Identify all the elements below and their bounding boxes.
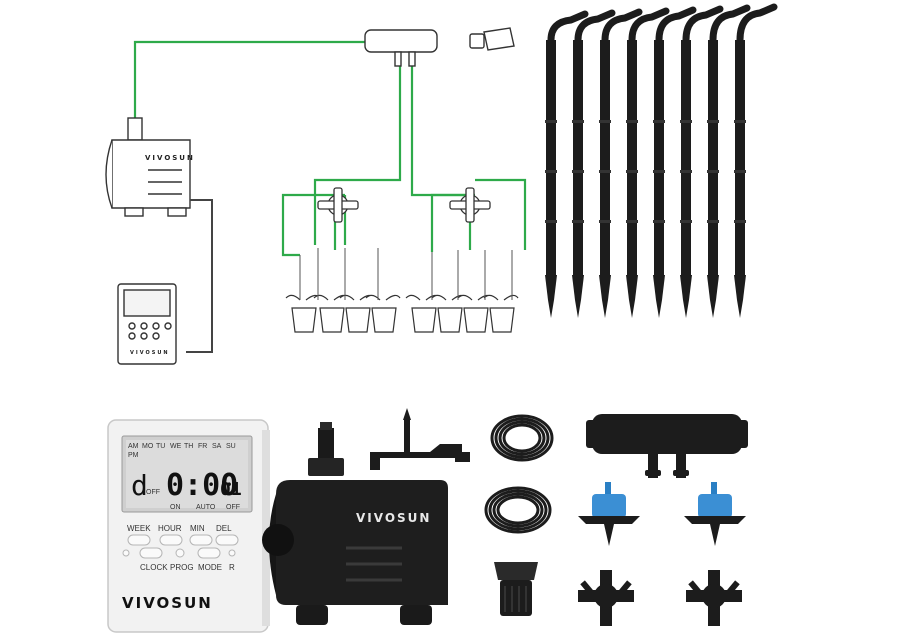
hose-lines <box>133 40 527 257</box>
diagram-plant-pots <box>285 248 519 333</box>
tee-connector <box>586 414 748 478</box>
setup-diagram: VIVOSUN VIVOSUN <box>105 27 527 365</box>
drip-stake <box>572 9 616 318</box>
tubing-coil-top <box>490 414 554 462</box>
dripper-right <box>684 482 746 546</box>
lcd-mode-letter: d <box>131 469 148 502</box>
timer-brand-logo: VIVOSUN <box>122 594 213 612</box>
drip-stake <box>626 7 670 318</box>
label-reset: R <box>229 563 235 572</box>
diagram-timer: VIVOSUN <box>117 283 177 365</box>
diagram-splitter-right <box>449 187 491 223</box>
lcd-day-am: AM <box>128 443 139 450</box>
lcd-status-auto: AUTO <box>196 504 216 511</box>
water-pump: VIVOSUN <box>262 422 448 625</box>
lcd-pm: PM <box>128 452 139 459</box>
tubing-coil-bottom <box>484 486 552 534</box>
drip-stake <box>599 8 643 318</box>
pump-vents <box>346 546 402 582</box>
diagram-pump: VIVOSUN <box>105 117 195 217</box>
lcd-seconds: 01 <box>220 479 242 500</box>
diagram-timer-brand: VIVOSUN <box>130 350 170 356</box>
lcd-day-fr: FR <box>198 443 207 450</box>
mode-button[interactable] <box>197 547 221 559</box>
lcd-mode-sub: OFF <box>146 489 160 496</box>
label-del: DEL <box>216 524 232 533</box>
lcd-day-mo: MO <box>142 443 154 450</box>
label-prog: PROG <box>170 563 194 572</box>
drip-stake <box>653 6 697 318</box>
label-min: MIN <box>190 524 205 533</box>
stake-holder <box>370 408 470 470</box>
hour-button[interactable] <box>159 534 183 546</box>
four-way-splitter-right <box>686 570 742 626</box>
week-button[interactable] <box>127 534 151 546</box>
del-button[interactable] <box>215 534 239 546</box>
digital-timer: AM MO TU WE TH FR SA SU PM d OFF 0:00 01… <box>107 419 270 633</box>
diagram-tee-connector <box>364 27 515 67</box>
label-mode: MODE <box>198 563 222 572</box>
pump-brand-logo: VIVOSUN <box>356 511 431 525</box>
dripper-left <box>578 482 640 546</box>
lcd-day-tu: TU <box>156 443 165 450</box>
diagram-pump-brand: VIVOSUN <box>145 154 195 162</box>
clock-button[interactable] <box>139 547 163 559</box>
lcd-status-off: OFF <box>226 504 240 511</box>
drip-stake <box>734 3 778 318</box>
drip-stakes-group <box>545 3 778 318</box>
lcd-time: 0:00 <box>166 468 238 503</box>
drip-stake <box>707 4 751 318</box>
end-plug <box>494 562 538 616</box>
drip-stake <box>545 10 589 318</box>
power-cable <box>186 199 213 353</box>
lcd-day-row: AM MO TU WE TH FR SA SU PM <box>128 443 236 459</box>
diagram-splitter-left <box>317 187 359 223</box>
lcd-day-th: TH <box>184 443 193 450</box>
lcd-status-on: ON <box>170 504 181 511</box>
label-hour: HOUR <box>158 524 182 533</box>
lcd-day-su: SU <box>226 443 236 450</box>
drip-stake <box>680 5 724 318</box>
min-button[interactable] <box>189 534 213 546</box>
four-way-splitter-left <box>578 570 634 626</box>
lcd-day-we: WE <box>170 443 182 450</box>
lcd-day-sa: SA <box>212 443 222 450</box>
label-week: WEEK <box>127 524 151 533</box>
prog-button[interactable] <box>175 548 185 558</box>
indicator-light <box>122 549 130 557</box>
reset-button[interactable] <box>228 549 236 557</box>
label-clock: CLOCK <box>140 563 168 572</box>
